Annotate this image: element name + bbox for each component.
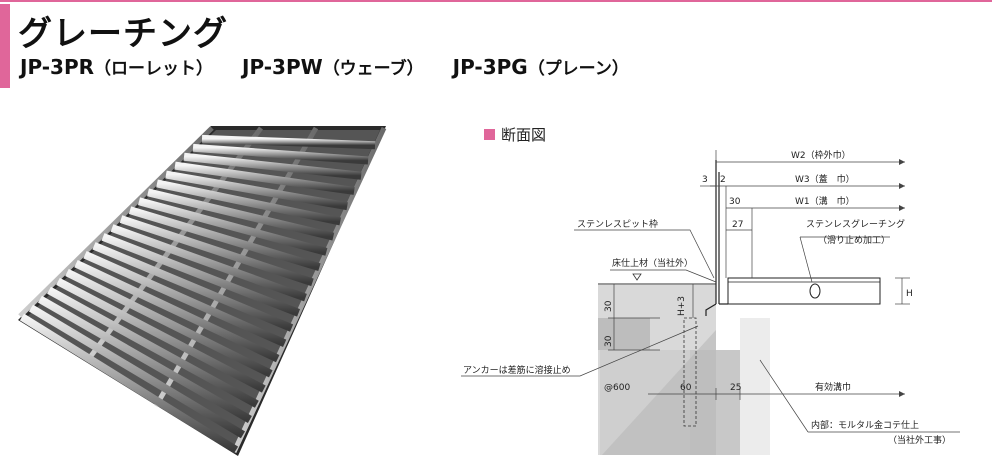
dim-25: 25: [730, 383, 741, 393]
cross-bar: [19, 313, 239, 454]
cross-bar: [174, 161, 355, 195]
model-code: JP-3PW: [242, 55, 323, 79]
cross-bar: [92, 242, 294, 332]
slope-fill: [602, 330, 716, 455]
model-list: JP-3PR（ローレット） JP-3PW（ウェーブ） JP-3PG（プレーン）: [20, 54, 651, 79]
dim-30-b: 30: [604, 335, 614, 347]
cross-bar: [137, 197, 328, 256]
cross-bar: [83, 251, 287, 347]
dim-w3: W3（蓋 巾）: [795, 173, 855, 185]
label-pit-frame: ステンレスピット枠: [577, 218, 658, 230]
dim-h3: H+3: [677, 296, 687, 316]
floor-level-mark: [632, 273, 642, 281]
crossbar-section: [809, 283, 821, 299]
label-inner-finish-sub: （当社外工事）: [888, 434, 951, 446]
pit-frame: [705, 160, 728, 316]
trench-wall: [740, 318, 770, 455]
grating-photo: [18, 126, 387, 456]
model-type: （プレーン）: [527, 59, 629, 79]
label-grating-sub: （滑り止め加工）: [818, 234, 890, 246]
cross-bar: [183, 152, 362, 180]
label-anchor: アンカーは差筋に溶接止め: [463, 364, 571, 376]
dim-30-a: 30: [604, 300, 614, 312]
anchor: [683, 317, 697, 427]
cross-bar: [47, 286, 259, 408]
dim-w2: W2（枠外巾）: [791, 149, 851, 161]
model-item: JP-3PG（プレーン）: [453, 55, 629, 79]
header-accent-bar: [0, 4, 10, 88]
cross-bar: [192, 143, 369, 165]
model-code: JP-3PG: [452, 55, 528, 79]
label-effective-width: 有効溝巾: [815, 381, 851, 393]
cross-bar: [201, 134, 376, 150]
cross-bar: [28, 304, 246, 439]
section-marker: [484, 129, 495, 140]
cross-bar: [128, 206, 321, 271]
dim-h: H: [906, 289, 913, 299]
dim-2: 2: [720, 175, 726, 185]
label-pitch: @600: [604, 383, 630, 393]
cross-bars: [19, 126, 382, 454]
label-floor: 床仕上材（当社外）: [612, 257, 693, 269]
cross-bar: [101, 233, 301, 317]
model-type: （ローレット）: [94, 59, 214, 79]
model-type: （ウェーブ）: [322, 59, 424, 79]
dim-30-top: 30: [729, 197, 741, 207]
concrete-step: [598, 318, 650, 350]
cross-bar: [156, 179, 342, 226]
cross-bar: [38, 295, 252, 423]
cross-bar: [56, 277, 266, 393]
section-heading: 断面図: [484, 124, 546, 145]
cross-bar: [147, 188, 335, 241]
cross-bar: [110, 224, 307, 302]
label-inner-finish: 内部：モルタル金コテ仕上: [811, 419, 919, 431]
model-item: JP-3PW（ウェーブ）: [242, 55, 424, 79]
cross-bar: [165, 170, 348, 211]
label-grating: ステンレスグレーチング: [806, 218, 905, 230]
dim-60: 60: [680, 383, 692, 393]
dim-3: 3: [702, 175, 708, 185]
page-title: グレーチング: [18, 14, 228, 54]
dim-27: 27: [732, 220, 743, 230]
cross-bar: [65, 268, 273, 378]
cross-bar: [74, 259, 280, 363]
dim-w1: W1（溝 巾）: [795, 195, 855, 207]
section-title: 断面図: [501, 126, 547, 144]
model-code: JP-3PR: [20, 55, 95, 79]
model-item: JP-3PR（ローレット）: [20, 55, 213, 79]
cross-bar: [119, 215, 314, 287]
header-rule: [0, 0, 992, 2]
